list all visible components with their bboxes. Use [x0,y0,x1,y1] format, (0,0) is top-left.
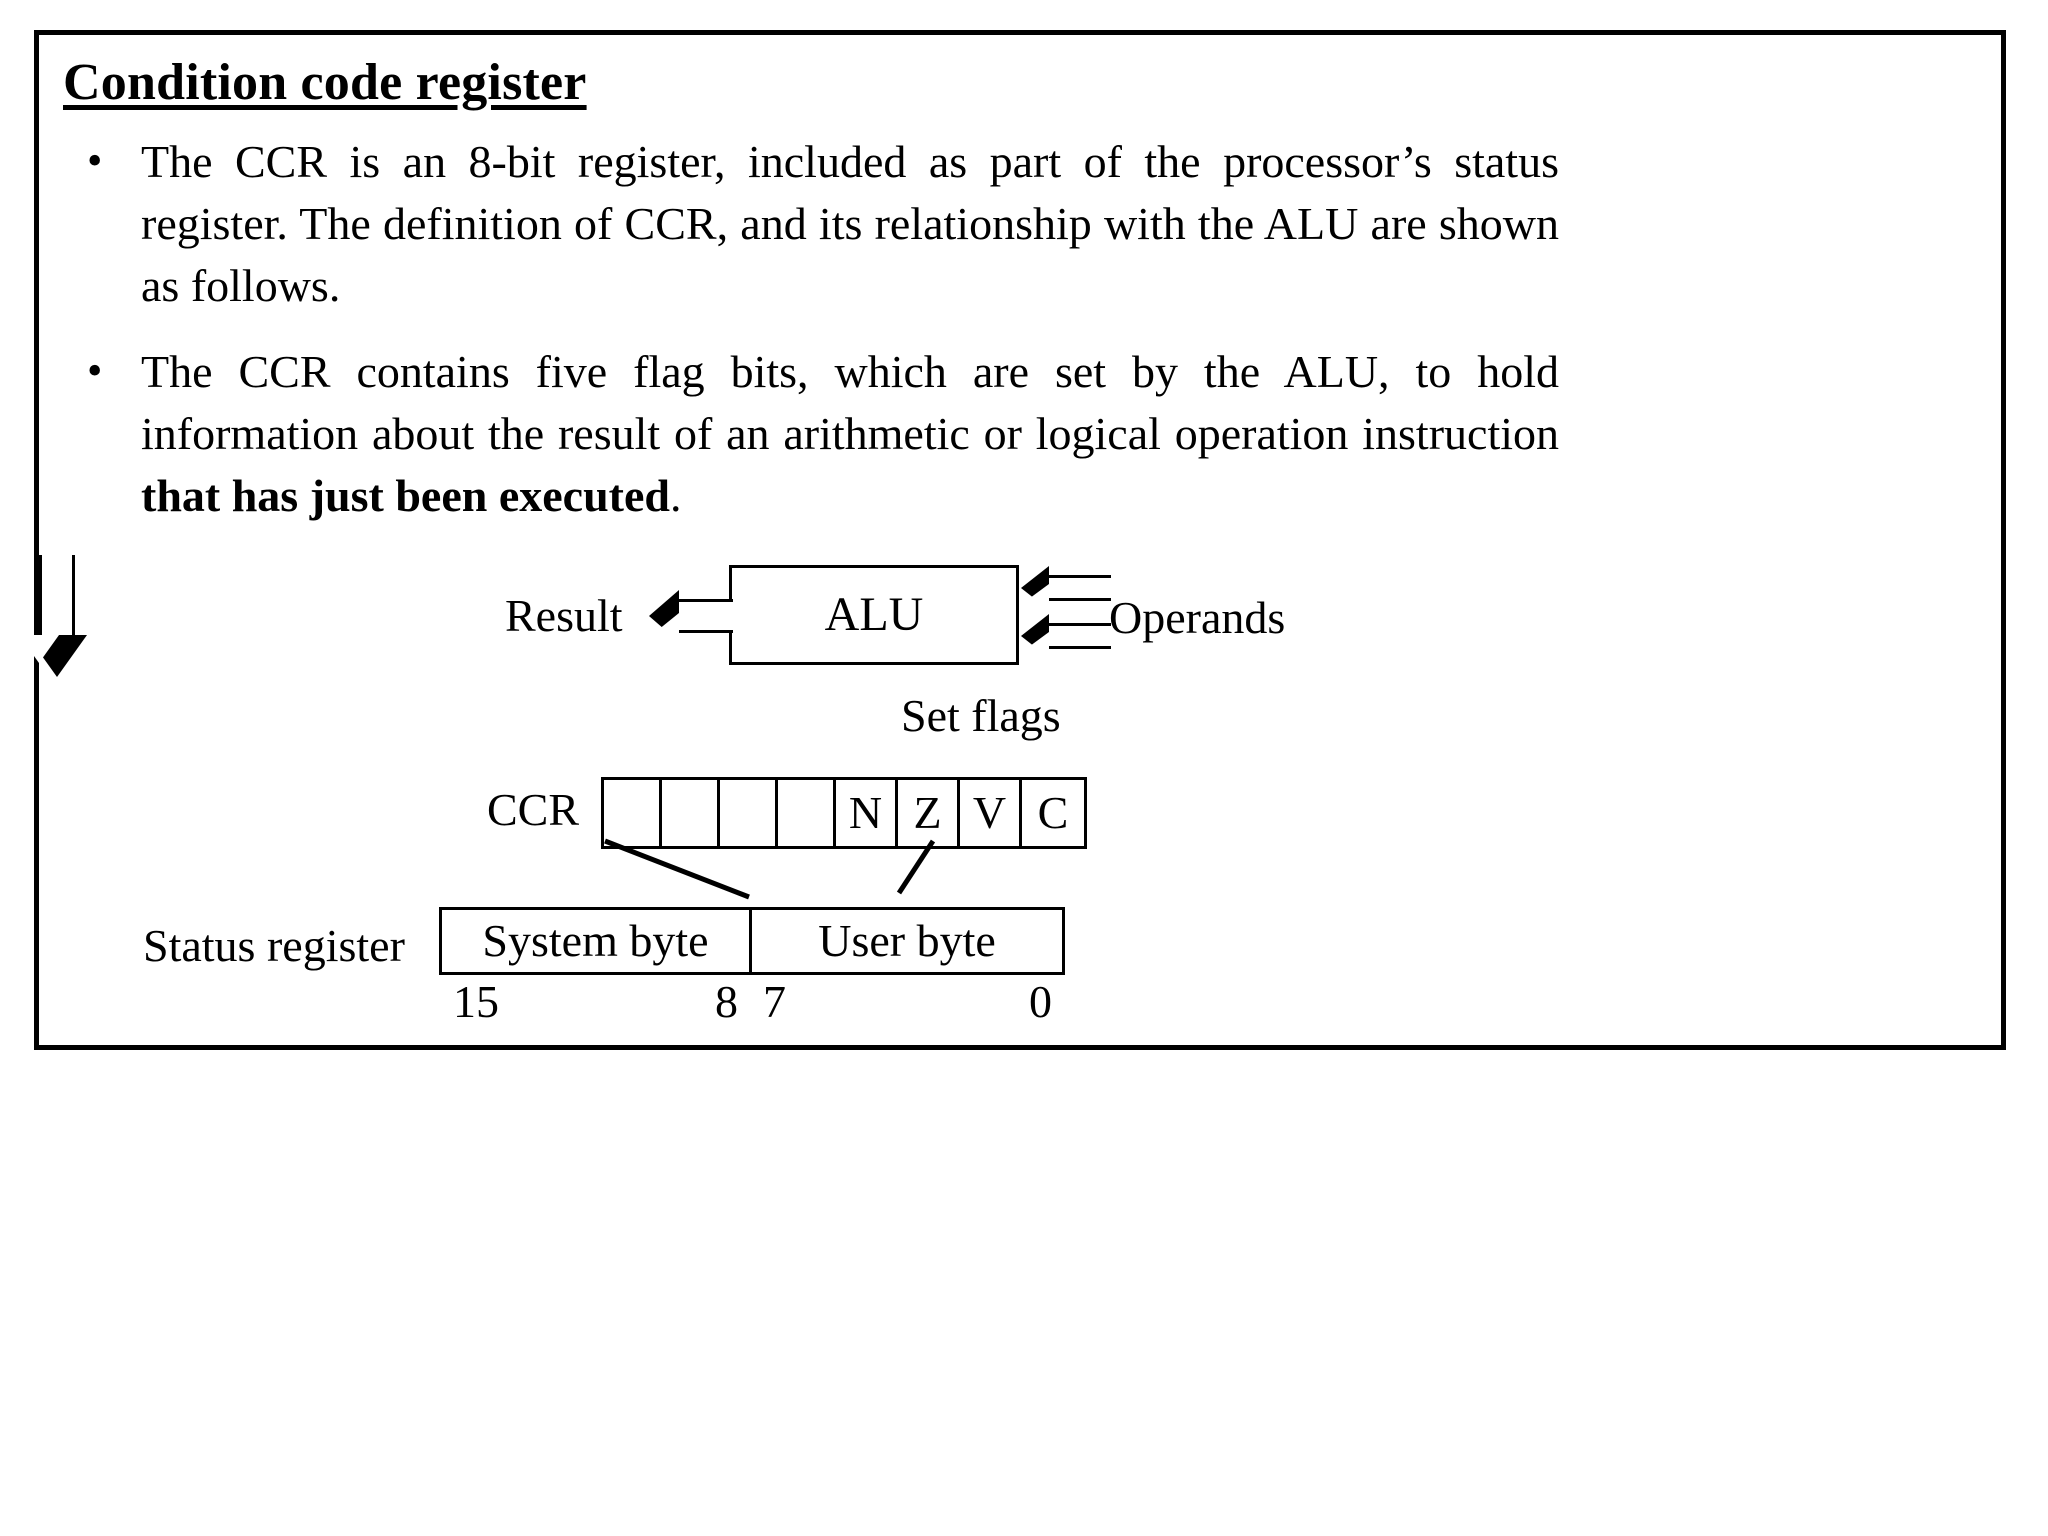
result-arrow-head [649,590,679,647]
page-title: Condition code register [63,54,587,111]
status-register: System byte User byte [439,907,1065,975]
ccr-cell-flag-z: Z [898,780,960,846]
operand-arrow-2-head [1021,614,1049,660]
operand-arrow-1-head-inner [1030,584,1049,612]
bullet-text-2: The CCR contains five flag bits, which a… [141,341,1559,527]
set-flags-arrow-icon [19,555,87,677]
ccr-cell-flag-n: N [836,780,898,846]
ccr-cell-5 [720,780,778,846]
ccr-cell-4 [778,780,836,846]
result-arrow-icon [649,590,733,647]
bullet-text-2-tail: . [669,470,682,521]
bit-label-8: 8 [715,976,738,1027]
bit-label-7: 7 [763,976,786,1027]
ccr-cell-flag-c: C [1037,787,1069,838]
status-user-byte: User byte [818,915,996,966]
list-item: • The CCR is an 8-bit register, included… [59,131,1559,317]
bullet-marker-icon: • [87,136,103,185]
operands-label: Operands [1109,592,1286,643]
ccr-register: N Z V C [601,777,1087,849]
set-flags-arrow-shaft [39,555,75,637]
ccr-alu-diagram: ALU Result [19,555,2001,1035]
result-arrow-head-inner [658,613,679,647]
slide-frame: Condition code register • The CCR is an … [19,30,2006,1050]
result-label: Result [505,590,623,641]
operand-arrow-1-shaft [1047,575,1111,601]
result-arrow-shaft [677,599,733,633]
bit-label-0: 0 [1029,976,1052,1027]
list-item: • The CCR contains five flag bits, which… [59,341,1559,527]
ccr-cell-6 [662,780,720,846]
alu-block-label: ALU [824,588,924,641]
set-flags-arrow-head-inner [19,635,59,663]
ccr-cell-7 [604,780,662,846]
operand-arrow-2-head-inner [1030,632,1049,660]
bullet-list: • The CCR is an 8-bit register, included… [59,131,1559,551]
bullet-marker-icon: • [87,346,103,395]
bit-index-labels: 15 8 7 0 [39,979,2001,1039]
bullet-text-2-plain: The CCR contains five flag bits, which a… [141,346,1559,459]
status-system-byte: System byte [442,910,752,972]
alu-block: ALU [729,565,1019,665]
ccr-cell-flag-v: V [960,780,1022,846]
bullet-text-2-emphasis: that has just been executed [141,470,670,521]
ccr-label: CCR [487,784,580,835]
ccr-to-status-connectors [604,838,936,900]
set-flags-label: Set flags [901,690,1061,741]
operand-arrow-2-shaft [1047,623,1111,649]
bullet-text-1-plain: The CCR is an 8-bit register, included a… [141,136,1559,311]
operand-arrow-2-icon [1021,614,1111,660]
operand-arrow-1-icon [1021,566,1111,612]
status-register-label: Status register [143,920,405,971]
bullet-text-1: The CCR is an 8-bit register, included a… [141,131,1559,317]
operand-arrow-1-head [1021,566,1049,612]
bit-label-15: 15 [453,976,499,1027]
